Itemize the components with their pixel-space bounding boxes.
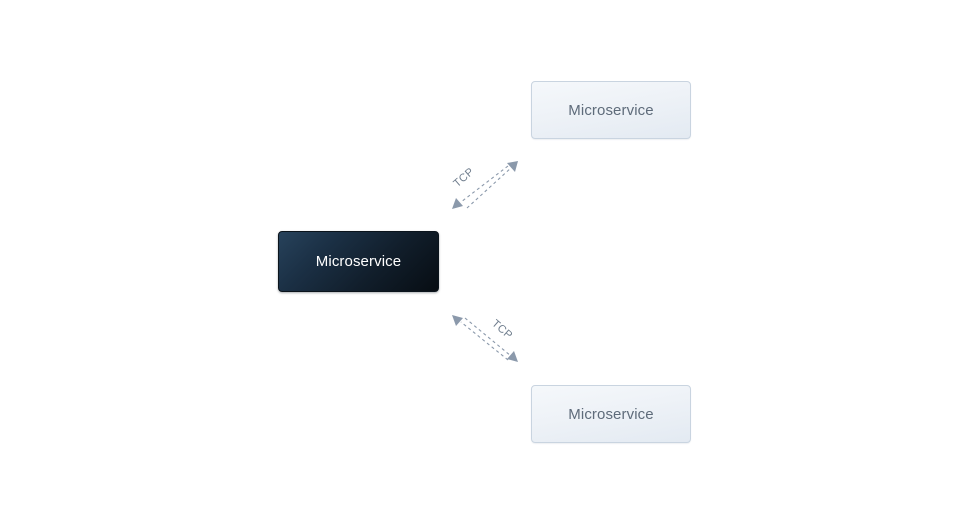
link-top-arrowhead-lower-left bbox=[452, 198, 463, 209]
node-service-center[interactable]: Microservice bbox=[278, 231, 439, 292]
link-bottom-strand-outgoing bbox=[464, 317, 512, 357]
node-service-bottom-right[interactable]: Microservice bbox=[531, 385, 691, 443]
link-top-label: TCP bbox=[451, 166, 476, 190]
connection-link-bottom: TCP bbox=[452, 315, 518, 362]
link-bottom-strand-incoming bbox=[460, 321, 509, 361]
node-label: Microservice bbox=[568, 405, 654, 423]
link-bottom-arrowhead-lower-right bbox=[507, 351, 518, 362]
link-top-arrowhead-upper-right bbox=[507, 161, 518, 172]
node-label: Microservice bbox=[568, 101, 654, 119]
link-top-strand-incoming bbox=[460, 165, 509, 203]
link-bottom-arrowhead-upper-left bbox=[452, 315, 463, 326]
link-bottom-label: TCP bbox=[489, 318, 514, 342]
node-label: Microservice bbox=[315, 253, 402, 270]
node-service-top-right[interactable]: Microservice bbox=[531, 81, 691, 139]
connection-link-top: TCP bbox=[451, 161, 518, 209]
link-top-strand-outgoing bbox=[466, 166, 513, 209]
